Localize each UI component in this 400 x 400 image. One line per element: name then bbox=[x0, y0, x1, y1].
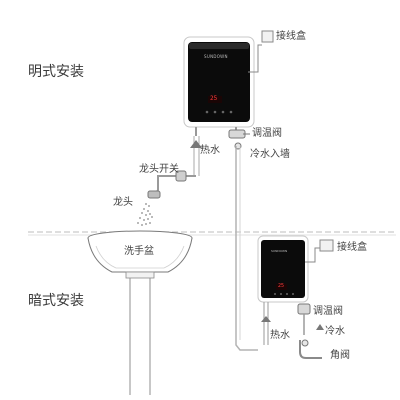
drain-pipe bbox=[129, 278, 151, 395]
faucet-spout bbox=[147, 190, 161, 199]
heater-upper-brand: SUNDOWN bbox=[204, 54, 228, 59]
label-cold-water-in-wall: 冷水入墙 bbox=[250, 149, 290, 160]
upper-junction-wire bbox=[248, 44, 262, 73]
section-surface-install: 明式安装 bbox=[28, 64, 84, 80]
section-concealed-install: 暗式安装 bbox=[28, 293, 84, 309]
heater-upper-display-value: 25 bbox=[210, 95, 218, 102]
label-junction-box-upper: 接线盒 bbox=[276, 31, 306, 42]
angle-valve bbox=[299, 339, 322, 359]
water-spray bbox=[137, 203, 153, 226]
label-angle-valve: 角阀 bbox=[330, 350, 350, 361]
heater-lower-display-value: 25 bbox=[278, 283, 285, 289]
heater-upper-display bbox=[208, 96, 222, 103]
heater-upper-button bbox=[205, 110, 209, 114]
label-faucet: 龙头 bbox=[113, 197, 133, 208]
label-junction-box-lower: 接线盒 bbox=[337, 242, 367, 253]
label-thermostat-valve-lower: 调温阀 bbox=[313, 306, 343, 317]
label-hot-water-upper: 热水 bbox=[200, 145, 220, 156]
label-faucet-switch: 龙头开关 bbox=[139, 164, 179, 175]
heater-lower bbox=[257, 235, 309, 303]
label-thermostat-valve-upper: 调温阀 bbox=[252, 128, 282, 139]
lower-junction-wire bbox=[305, 247, 320, 263]
wash-basin bbox=[87, 230, 193, 279]
lower-thermostat-valve bbox=[297, 303, 311, 335]
lower-hot-pipe bbox=[263, 302, 269, 345]
faucet-switch-knob bbox=[175, 170, 187, 182]
heater-lower-display bbox=[276, 284, 287, 290]
heater-upper bbox=[183, 36, 255, 128]
upper-cold-pipe bbox=[235, 146, 258, 351]
label-hot-water-lower: 热水 bbox=[270, 330, 290, 341]
heater-lower-brand: SUNDOWN bbox=[271, 249, 288, 253]
label-wash-basin: 洗手盆 bbox=[124, 246, 154, 257]
lower-junction-box bbox=[319, 239, 334, 252]
label-cold-water: 冷水 bbox=[325, 326, 345, 337]
upper-junction-box bbox=[261, 30, 274, 43]
